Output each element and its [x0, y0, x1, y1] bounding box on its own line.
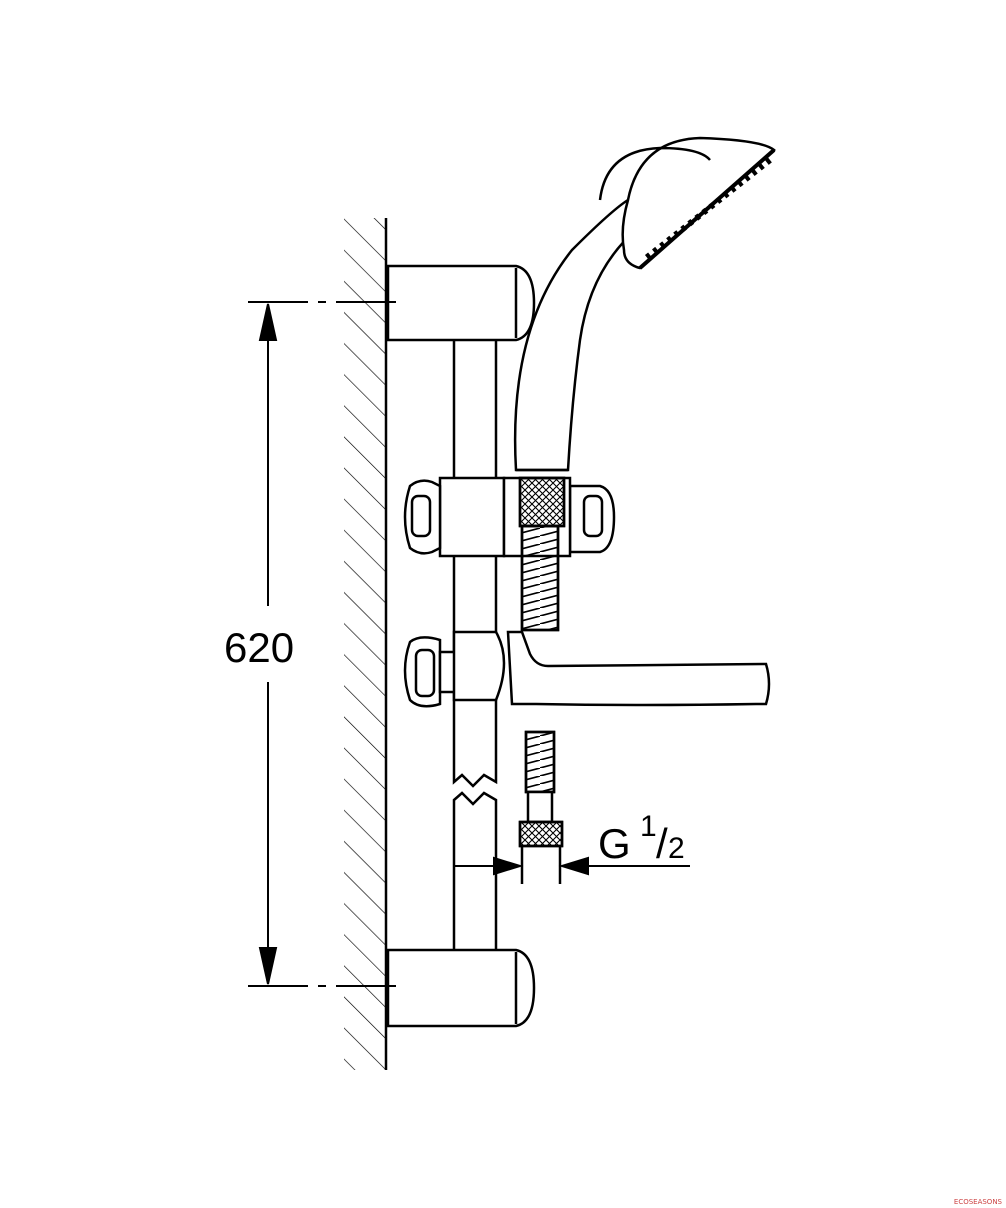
bottom-wall-bracket: [386, 948, 536, 1028]
thread-denominator: 2: [668, 832, 685, 865]
shower-holder-slider: [403, 476, 616, 632]
shower-hose: [518, 730, 564, 884]
watermark: ECOSEASONS: [953, 1198, 1002, 1206]
soap-dish: [403, 630, 771, 708]
height-dimension: [248, 301, 402, 987]
top-wall-bracket: [386, 264, 536, 342]
thread-slash: /: [656, 820, 668, 867]
thread-prefix: G: [598, 820, 631, 867]
slide-rail: [452, 338, 498, 958]
height-dimension-label: 620: [224, 624, 294, 671]
hand-shower: [513, 136, 776, 472]
wall: [344, 218, 388, 1070]
thread-dimension: [454, 856, 690, 876]
thread-numerator: 1: [640, 810, 657, 843]
thread-size-label: G 1 / 2: [598, 810, 685, 867]
